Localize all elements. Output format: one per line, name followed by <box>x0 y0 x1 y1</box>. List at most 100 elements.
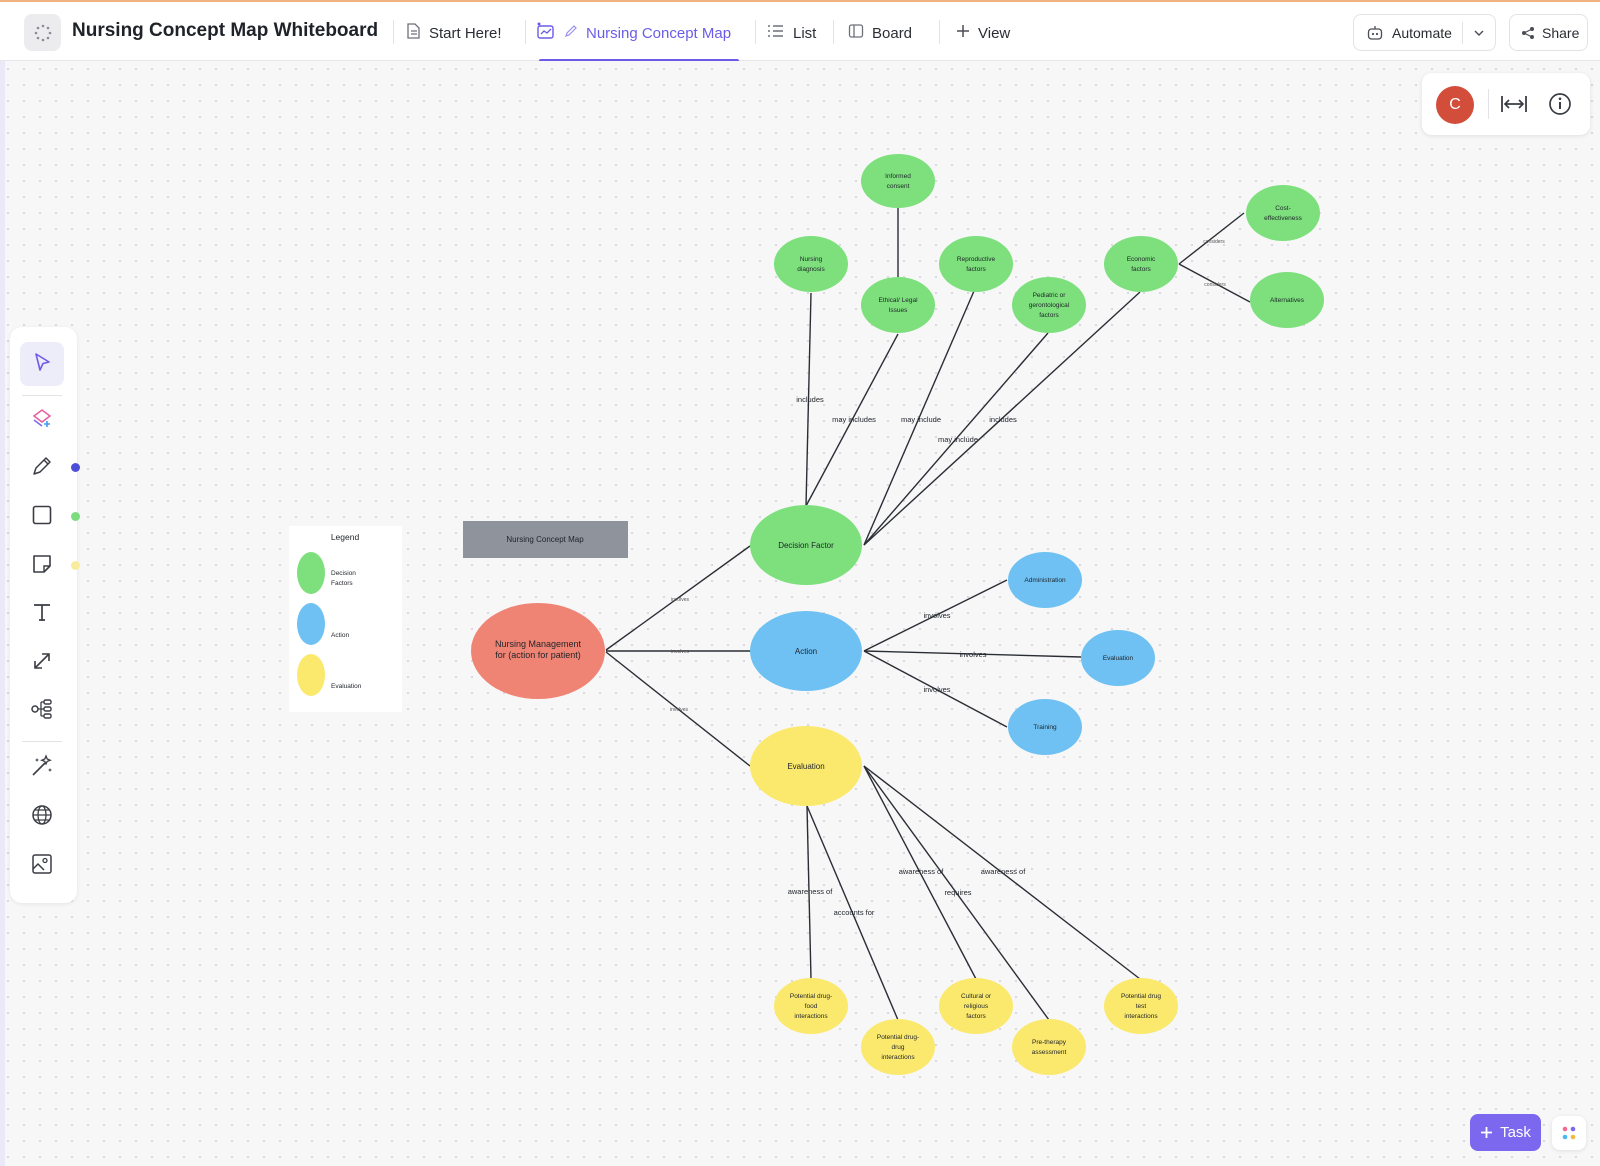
edge-decision-pediatric <box>863 332 1049 546</box>
avatar[interactable]: C <box>1436 86 1474 124</box>
node-ellipse <box>1012 1019 1086 1075</box>
plus-icon <box>956 24 970 42</box>
node-ellipse <box>939 236 1013 292</box>
chevron-down-icon[interactable] <box>1472 26 1486 40</box>
node-label: Economic <box>1127 256 1156 263</box>
node-cultural[interactable]: Cultural or religious factors <box>939 978 1013 1034</box>
node-label: factors <box>966 1013 986 1020</box>
space-icon[interactable] <box>24 14 61 51</box>
map-title-box[interactable]: Nursing Concept Map <box>463 521 628 558</box>
share-label: Share <box>1542 24 1580 41</box>
node-drug-drug[interactable]: Potential drug- drug interactions <box>861 1019 935 1075</box>
list-icon <box>767 23 785 43</box>
node-drug-lab[interactable]: Potential drug test interactions <box>1104 978 1178 1034</box>
magic-tool[interactable] <box>20 746 64 790</box>
legend-label-action: Action <box>331 632 349 639</box>
node-label: interactions <box>794 1013 828 1020</box>
share-button[interactable]: Share <box>1509 14 1588 51</box>
sticky-note-tool[interactable] <box>20 544 64 588</box>
divider <box>939 20 940 44</box>
pointer-icon <box>31 351 53 378</box>
edge-label: considers <box>1204 282 1226 288</box>
node-label: Reproductive <box>957 256 996 263</box>
tab-list[interactable]: List <box>767 14 816 52</box>
node-ellipse <box>1104 236 1178 292</box>
edge-label: involves <box>959 650 986 659</box>
tab-board[interactable]: Board <box>848 14 912 52</box>
node-evaluation[interactable]: Evaluation <box>750 726 862 806</box>
node-drug-food[interactable]: Potential drug- food interactions <box>774 978 848 1034</box>
edge-label: accounts for <box>834 908 875 917</box>
tab-start-here[interactable]: Start Here! <box>405 14 502 52</box>
shape-tool[interactable] <box>20 495 64 539</box>
node-label: religious <box>964 1003 989 1010</box>
add-view-button[interactable]: View <box>956 14 1010 52</box>
node-ethical-legal[interactable]: Ethical/ Legal Issues <box>861 277 935 333</box>
header-bar: Nursing Concept Map Whiteboard Start Her… <box>0 2 1600 62</box>
node-alternatives[interactable]: Alternatives <box>1250 272 1324 328</box>
edge-eval-cultural <box>863 765 977 980</box>
node-action-evaluation[interactable]: Evaluation <box>1081 630 1155 686</box>
tab-label: Start Here! <box>429 24 502 42</box>
tab-label: Board <box>872 24 913 42</box>
pencil-icon <box>564 24 578 42</box>
info-icon[interactable] <box>1548 92 1572 116</box>
embed-tool[interactable] <box>20 795 64 839</box>
pointer-tool[interactable] <box>20 342 64 386</box>
node-decision-factor[interactable]: Decision Factor <box>750 505 862 585</box>
node-pediatric[interactable]: Pediatric or gerontological factors <box>1012 277 1086 333</box>
node-root[interactable]: Nursing Management for (action for patie… <box>471 603 605 699</box>
pen-tool[interactable] <box>20 446 64 490</box>
edges <box>605 208 1251 1021</box>
edge-eval-drug-lab <box>863 765 1141 980</box>
pen-color-dot[interactable] <box>71 463 80 472</box>
node-economic[interactable]: Economic factors <box>1104 236 1178 292</box>
task-label: Task <box>1500 1124 1531 1141</box>
node-label: Potential drug- <box>877 1034 919 1041</box>
ai-shapes-tool[interactable] <box>20 398 64 442</box>
action-ellipse <box>750 611 862 691</box>
automate-button[interactable]: Automate <box>1353 14 1496 51</box>
sidebar-edge <box>0 61 5 1166</box>
node-cost-effectiveness[interactable]: Cost- effectiveness <box>1246 185 1320 241</box>
node-label: assessment <box>1032 1049 1067 1056</box>
legend-label-evaluation: Evaluation <box>331 683 362 690</box>
node-informed-consent[interactable]: Informed consent <box>861 154 935 208</box>
legend-swatch-action <box>297 603 325 645</box>
connector-tool[interactable] <box>20 641 64 685</box>
node-administration[interactable]: Administration <box>1008 552 1082 608</box>
edge-economic-alternatives <box>1178 263 1251 303</box>
edge-label: involves <box>923 685 950 694</box>
edge-decision-economic <box>863 291 1141 546</box>
sticky-color-dot[interactable] <box>71 561 80 570</box>
apps-button[interactable] <box>1552 1116 1586 1150</box>
shape-color-dot[interactable] <box>71 512 80 521</box>
node-nursing-diagnosis[interactable]: Nursing diagnosis <box>774 236 848 292</box>
edge-economic-cost <box>1178 212 1245 265</box>
node-action[interactable]: Action <box>750 611 862 691</box>
mindmap-icon <box>30 698 54 725</box>
mindmap-tool[interactable] <box>20 689 64 733</box>
node-label: interactions <box>881 1054 915 1061</box>
active-tab-indicator <box>539 59 739 62</box>
tab-nursing-concept-map[interactable]: Nursing Concept Map <box>536 14 731 52</box>
text-tool[interactable] <box>20 592 64 636</box>
edge-eval-drug-food <box>806 805 812 980</box>
node-reproductive[interactable]: Reproductive factors <box>939 236 1013 292</box>
image-tool[interactable] <box>20 844 64 888</box>
node-label: Ethical/ Legal <box>878 297 918 304</box>
legend[interactable]: Legend Decision Factors Action Evaluatio… <box>289 526 402 712</box>
node-label: Pre-therapy <box>1032 1039 1067 1046</box>
node-ellipse <box>774 978 848 1034</box>
node-ellipse <box>861 277 935 333</box>
edge-eval-drug-drug <box>806 805 899 1021</box>
node-label: Action <box>795 647 817 656</box>
legend-label-decision-1: Decision <box>331 570 356 577</box>
edge-decision-nursing-dx <box>805 292 812 507</box>
node-pre-therapy[interactable]: Pre-therapy assessment <box>1012 1019 1086 1075</box>
node-training[interactable]: Training <box>1008 699 1082 755</box>
add-task-button[interactable]: Task <box>1470 1114 1541 1151</box>
map-title: Nursing Concept Map <box>506 535 584 544</box>
fit-width-icon[interactable] <box>1500 92 1528 116</box>
